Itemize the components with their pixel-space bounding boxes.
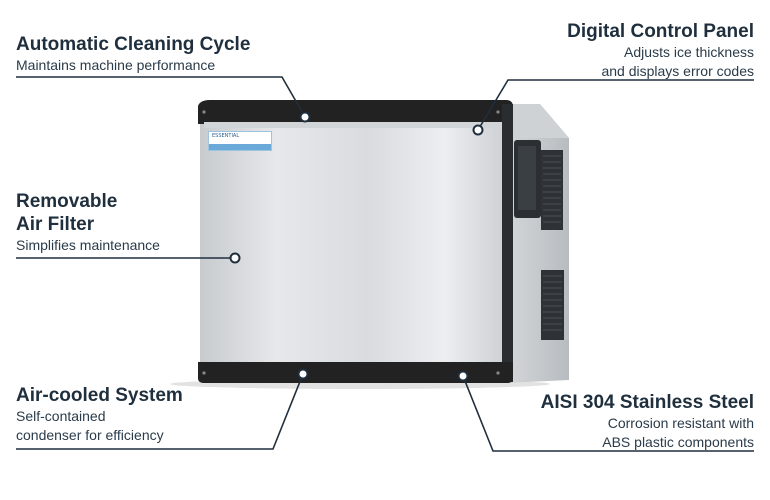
callout-title: Automatic Cleaning Cycle: [16, 34, 251, 55]
upper-vent-grille-icon: [514, 140, 563, 230]
callout-title: Air-cooled System: [16, 385, 183, 406]
callout-description: Simplifies maintenance: [16, 237, 160, 253]
hotspot-dot-icon: [299, 111, 311, 123]
callout-aircooled: Air-cooled System Self-contained condens…: [16, 384, 183, 445]
callout-description-line1: Corrosion resistant with: [607, 415, 754, 431]
callout-description-line2: ABS plastic components: [602, 434, 754, 450]
hotspot-dot-icon: [457, 370, 469, 382]
callout-cleaning: Automatic Cleaning Cycle Maintains machi…: [16, 33, 250, 75]
cleaning-leader-line: [16, 76, 306, 118]
right-trim: [502, 104, 513, 382]
callout-control: Digital Control Panel Adjusts ice thickn…: [567, 20, 754, 81]
lower-vent-grille-icon: [541, 270, 564, 340]
callout-description-line1: Adjusts ice thickness: [624, 44, 754, 60]
hotspot-dot-icon: [229, 252, 241, 264]
callout-title: AISI 304 Stainless Steel: [540, 392, 754, 413]
callout-description-line1: Self-contained: [16, 408, 106, 424]
hotspot-dot-icon: [472, 124, 484, 136]
top-trim: [198, 100, 513, 124]
brand-logo: ESSENTIAL: [208, 131, 272, 151]
hotspot-dot-icon: [297, 368, 309, 380]
control-leader-line: [477, 79, 754, 131]
top-edge: [506, 104, 569, 138]
callout-title-line1: Removable: [16, 191, 118, 212]
callout-description-line2: and displays error codes: [601, 63, 754, 79]
callout-title-line2: Air Filter: [16, 214, 95, 235]
bottom-trim: [198, 362, 513, 383]
aircooled-leader-line: [16, 373, 304, 450]
callout-description-line2: condenser for efficiency: [16, 427, 164, 443]
callout-steel: AISI 304 Stainless Steel Corrosion resis…: [541, 391, 754, 452]
callout-description: Maintains machine performance: [16, 57, 216, 73]
callout-title: Digital Control Panel: [567, 21, 754, 42]
steel-leader-line: [462, 375, 754, 452]
callout-filter: Removable Air Filter Simplifies maintena…: [16, 190, 160, 255]
